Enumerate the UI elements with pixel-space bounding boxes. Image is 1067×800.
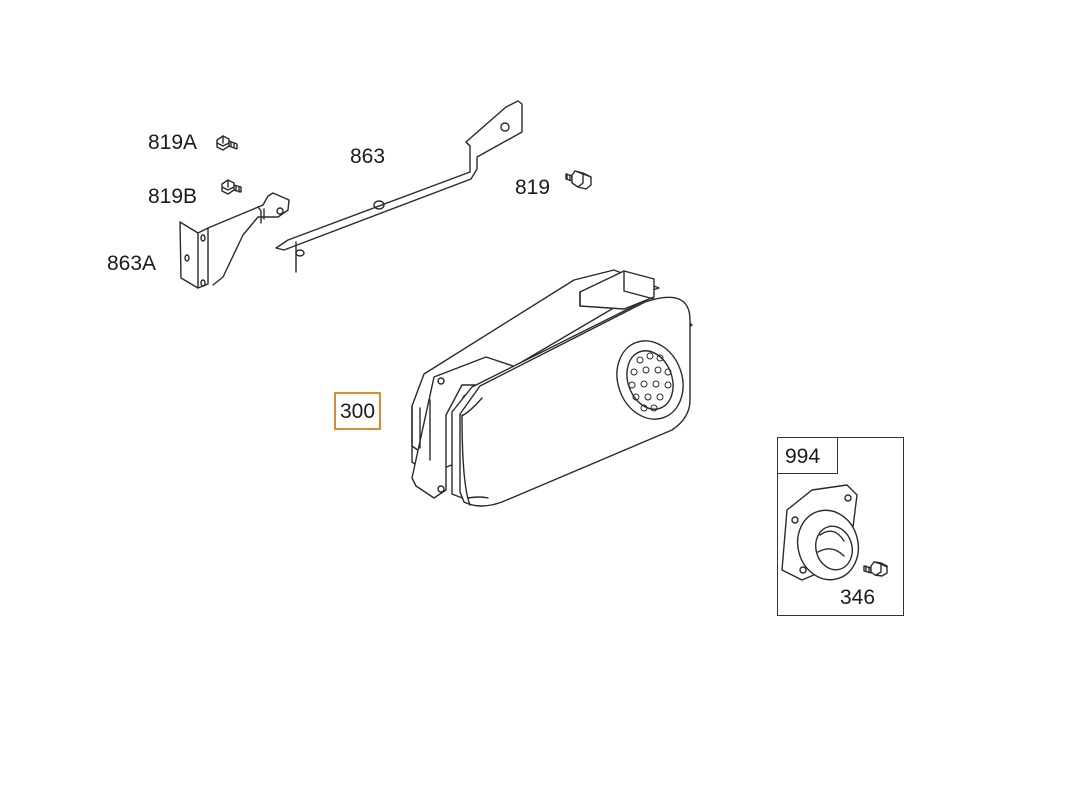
callout-819[interactable]: 819 <box>515 176 551 199</box>
kit-994-frame <box>777 437 904 616</box>
callout-819a[interactable]: 819A <box>148 131 198 154</box>
callout-819b[interactable]: 819B <box>148 185 198 208</box>
muffler-300 <box>411 269 693 507</box>
bracket-863a <box>179 192 290 289</box>
callout-346[interactable]: 346 <box>840 586 876 609</box>
kit-994-label-tab <box>777 437 838 474</box>
callout-863a[interactable]: 863A <box>107 252 157 275</box>
bracket-863 <box>275 100 523 273</box>
bolt-819-icon <box>565 170 592 190</box>
spark-arrestor-kit-icon <box>781 484 888 581</box>
callout-300-highlighted[interactable]: 300 <box>334 392 382 430</box>
bolt-819a-icon <box>216 135 238 151</box>
bolt-819b-icon <box>221 179 242 195</box>
callout-863[interactable]: 863 <box>350 145 386 168</box>
callout-994[interactable]: 994 <box>785 445 821 468</box>
